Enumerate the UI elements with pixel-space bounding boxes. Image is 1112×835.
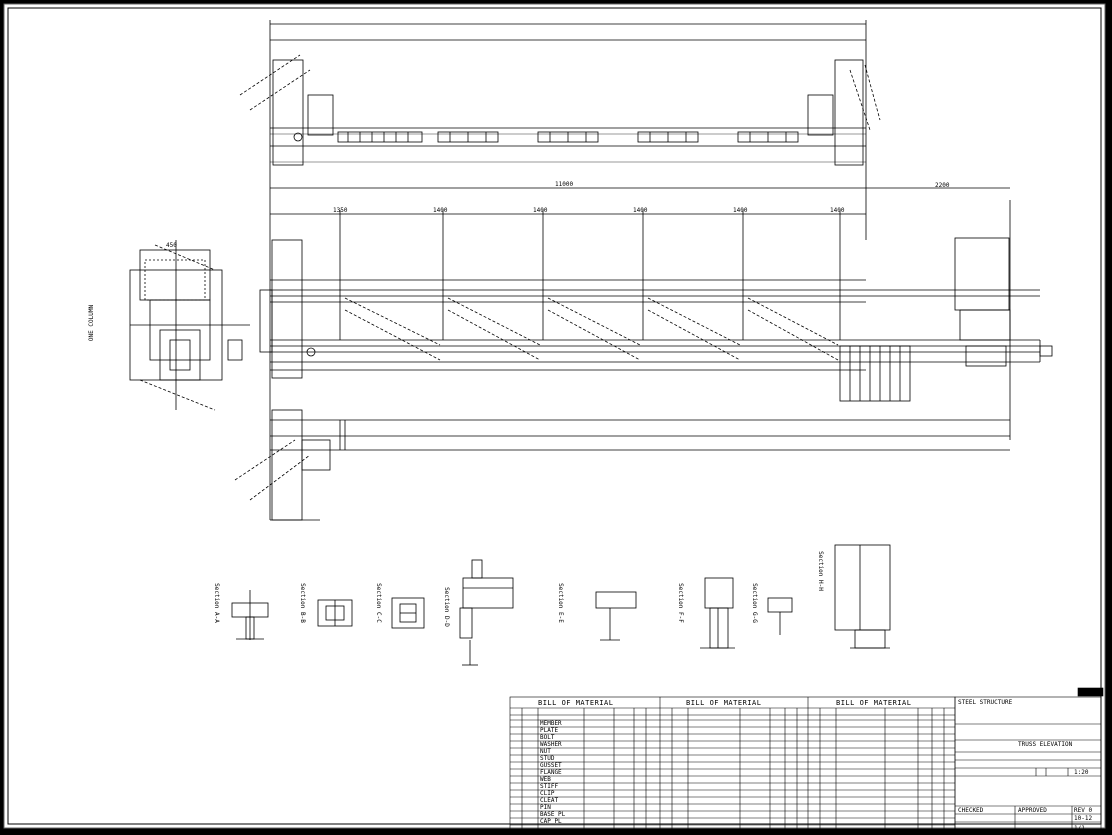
- bom-row-label: CLIP: [540, 790, 555, 797]
- dim-span: 1400: [433, 207, 448, 214]
- dim-span: 1350: [333, 207, 348, 214]
- dim-base: 450: [166, 242, 177, 249]
- section-label-d: Section D-D: [442, 587, 450, 627]
- bom-row-label: PLATE: [540, 727, 559, 734]
- section-label-e: Section E-E: [556, 583, 564, 623]
- bom-title-2: BILL OF MATERIAL: [686, 699, 762, 707]
- bom-row-label: BASE PL: [540, 811, 566, 818]
- bom-row-label: WASHER: [540, 741, 562, 748]
- bom-row-label: MEMBER: [540, 720, 562, 727]
- section-details: [231, 544, 891, 666]
- dim-col: 2200: [935, 182, 950, 189]
- bom-row-label: STUD: [540, 755, 555, 762]
- dim-span: 1400: [830, 207, 845, 214]
- stamp-label: APPROVED: [1018, 807, 1047, 814]
- section-label-b: Section B-B: [298, 583, 306, 623]
- title-checked: CHECKED: [958, 807, 984, 814]
- title-drawing: TRUSS ELEVATION: [1018, 741, 1073, 748]
- bom-row-label: PIN: [540, 804, 551, 811]
- bom-row-label: GUSSET: [540, 762, 562, 769]
- dim-overall: 11000: [555, 181, 574, 188]
- dim-span: 1400: [633, 207, 648, 214]
- bom-row-label: CLEAT: [540, 797, 559, 804]
- title-project: STEEL STRUCTURE: [958, 699, 1013, 706]
- title-date: 10-12: [1074, 815, 1093, 822]
- section-label-h: Section H-H: [816, 551, 824, 591]
- section-label-a: Section A-A: [212, 583, 220, 623]
- title-block: [954, 687, 1104, 834]
- bom-title-3: BILL OF MATERIAL: [836, 699, 912, 707]
- main-elevation: [234, 20, 1053, 521]
- revision-label: REV 0: [1074, 807, 1093, 814]
- column-plan-detail: [129, 240, 250, 411]
- bom-tables: [509, 696, 956, 834]
- column-label: ONE COLUMN: [88, 304, 96, 342]
- section-label-f: Section F-F: [676, 583, 684, 623]
- bom-row-label: STIFF: [540, 783, 559, 790]
- bom-row-label: WEB: [540, 776, 551, 783]
- bom-row-label: FLANGE: [540, 769, 562, 776]
- bom-row-label: BOLT: [540, 734, 555, 741]
- bom-title-1: BILL OF MATERIAL: [538, 699, 614, 707]
- section-label-g: Section G-G: [750, 583, 758, 623]
- dim-span: 1400: [533, 207, 548, 214]
- title-scale: 1:20: [1074, 769, 1089, 776]
- sheet-number: 1/1: [1074, 825, 1085, 832]
- dim-span: 1400: [733, 207, 748, 214]
- bom-row-label: NUT: [540, 748, 551, 755]
- section-label-c: Section C-C: [374, 583, 382, 623]
- bom-row-label: CAP PL: [540, 818, 562, 825]
